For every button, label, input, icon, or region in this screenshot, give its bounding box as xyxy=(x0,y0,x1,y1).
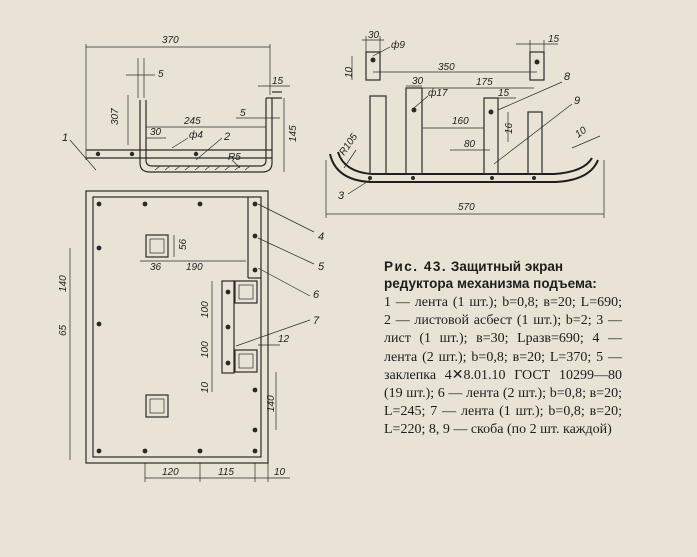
dim-5-top: 5 xyxy=(158,69,164,80)
leader-4: 4 xyxy=(318,231,324,243)
bracket-view: 30 ф9 10 15 350 30 ф17 175 15 xyxy=(325,30,605,218)
rivet-icon xyxy=(490,176,494,180)
dim-hole-9: ф9 xyxy=(391,39,405,51)
leader-9: 9 xyxy=(574,95,580,107)
dim-140-left: 140 xyxy=(58,275,69,292)
rivet-icon xyxy=(96,448,102,454)
dim-30-front: 30 xyxy=(150,127,162,138)
dim-56: 56 xyxy=(178,238,189,250)
rivet-icon xyxy=(142,448,148,454)
dim-10-plan: 10 xyxy=(200,381,211,393)
rivet-icon xyxy=(96,321,102,327)
dim-R5: R5 xyxy=(228,152,241,163)
leader-5: 5 xyxy=(318,261,325,273)
dim-140-right: 140 xyxy=(266,395,277,412)
dim-10-right: 10 xyxy=(573,125,589,141)
dim-100a: 100 xyxy=(200,301,211,318)
rivet-icon xyxy=(197,448,203,454)
dim-245: 245 xyxy=(183,116,201,127)
dim-16: 16 xyxy=(504,122,515,134)
caption-title: Рис. 43. Защитный экран редуктора механи… xyxy=(384,258,622,292)
figure-label: Рис. 43. xyxy=(384,259,448,274)
dim-10-bracket: 10 xyxy=(344,66,355,78)
front-view: 370 5 307 xyxy=(62,35,299,173)
plan-rivets xyxy=(96,201,258,454)
dim-175: 175 xyxy=(476,77,493,88)
figure-legend: 1 — лента (1 шт.); b=0,8; в=20; L=690; 2… xyxy=(384,295,622,438)
rivet-icon xyxy=(411,176,415,180)
rivet-icon xyxy=(142,201,148,207)
leader-3: 3 xyxy=(338,190,345,202)
leader-8: 8 xyxy=(564,71,571,83)
dim-65: 65 xyxy=(58,324,69,336)
dim-hole-17: ф17 xyxy=(428,87,448,99)
rivet-icon xyxy=(225,324,231,330)
rivet-icon xyxy=(252,267,258,273)
hole-icon xyxy=(534,59,540,65)
dim-15-top: 15 xyxy=(548,34,560,45)
rivet-icon xyxy=(96,245,102,251)
dim-5-right: 5 xyxy=(240,108,246,119)
rivet-icon xyxy=(368,176,372,180)
dim-307: 307 xyxy=(110,108,121,125)
dim-10-bottom: 10 xyxy=(274,467,286,478)
leader-6: 6 xyxy=(313,289,320,301)
dim-36: 36 xyxy=(150,262,162,273)
leader-2: 2 xyxy=(223,131,230,143)
hole-icon xyxy=(411,107,417,113)
rivet-icon xyxy=(96,201,102,207)
dim-15-mid: 15 xyxy=(498,88,510,99)
rivet-icon xyxy=(197,201,203,207)
rivet-icon xyxy=(193,151,199,157)
dim-15-front: 15 xyxy=(272,76,284,87)
dim-190: 190 xyxy=(186,262,203,273)
dim-100b: 100 xyxy=(200,341,211,358)
rivet-icon xyxy=(225,360,231,366)
dim-160: 160 xyxy=(452,116,469,127)
rivet-icon xyxy=(532,176,536,180)
hole-icon xyxy=(370,57,376,63)
hole-icon xyxy=(488,109,494,115)
dim-30-mid: 30 xyxy=(412,76,424,87)
figure-caption: Рис. 43. Защитный экран редуктора механи… xyxy=(384,258,622,440)
rivet-icon xyxy=(252,427,258,433)
rivet-icon xyxy=(252,448,258,454)
rivet-icon xyxy=(252,387,258,393)
leader-7: 7 xyxy=(313,315,320,327)
plan-view: 140 65 56 36 190 100 100 10 12 140 120 1… xyxy=(58,190,325,482)
dim-120: 120 xyxy=(162,467,179,478)
dim-30-top: 30 xyxy=(368,30,380,41)
dim-12: 12 xyxy=(278,334,290,345)
rivet-icon xyxy=(252,201,258,207)
dim-570: 570 xyxy=(458,202,475,213)
dim-80: 80 xyxy=(464,139,476,150)
rivet-icon xyxy=(225,289,231,295)
dim-145: 145 xyxy=(288,125,299,142)
figure-title: Защитный экран редуктора механизма подъе… xyxy=(384,259,597,291)
rivet-icon xyxy=(252,233,258,239)
dim-R105: R105 xyxy=(337,131,360,157)
leader-1: 1 xyxy=(62,132,68,144)
dim-hole-4: ф4 xyxy=(189,129,203,141)
dim-115: 115 xyxy=(218,467,234,478)
dim-350: 350 xyxy=(438,62,455,73)
dim-370: 370 xyxy=(162,35,179,46)
rivet-icon xyxy=(129,151,135,157)
rivet-icon xyxy=(95,151,101,157)
asbestos-hatch xyxy=(154,165,251,171)
